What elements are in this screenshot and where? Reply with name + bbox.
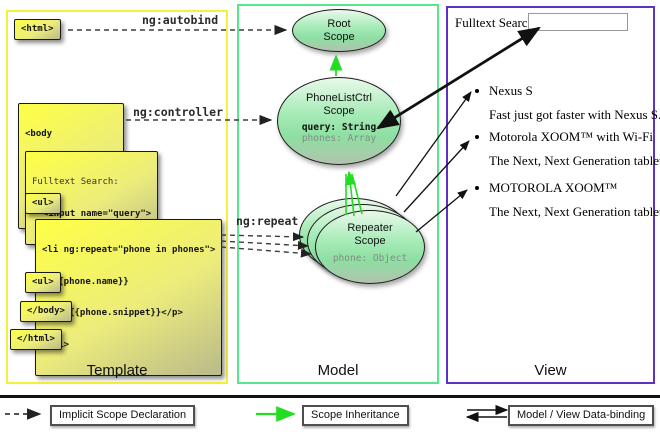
code-line: </body> xyxy=(27,306,65,316)
phonelistctrl-scope-ellipse: PhoneListCtrl Scope query: String phones… xyxy=(277,77,401,165)
code-line: {{phone.name}} xyxy=(42,276,129,287)
root-scope-ellipse: Root Scope xyxy=(292,9,386,52)
view-item-name: MOTOROLA XOOM™ xyxy=(489,180,618,195)
code-line: <li ng:repeat="phone in phones"> xyxy=(42,245,216,255)
view-item-snippet: The Next, Next Generation tablet. xyxy=(489,153,660,168)
code-ul-open: <ul> xyxy=(25,193,61,214)
scope-property-query: query: String xyxy=(301,122,377,133)
scope-name: PhoneListCtrl xyxy=(305,92,373,104)
code-line: <body xyxy=(25,129,53,139)
code-line: </li> xyxy=(42,340,215,351)
legend-model-view-data-binding: Model / View Data-binding xyxy=(508,405,655,426)
code-html-close: </html> xyxy=(10,329,62,350)
legend-divider xyxy=(0,395,660,398)
view-item-name: Motorola XOOM™ with Wi-Fi xyxy=(489,129,654,144)
scope-property-phone: phone: Object xyxy=(332,253,408,264)
code-line: <input name="query"> xyxy=(32,208,152,219)
scope-name: Scope xyxy=(323,105,355,117)
code-html-open: <html> xyxy=(14,19,61,40)
ng-controller-label: ng:controller xyxy=(133,105,224,119)
view-item-snippet: Fast just got faster with Nexus S. xyxy=(489,107,660,122)
code-line: </html> xyxy=(17,334,55,344)
legend-scope-inheritance: Scope Inheritance xyxy=(302,405,409,426)
code-li-repeat: <li ng:repeat="phone in phones"> {{phone… xyxy=(35,219,223,376)
code-ul-close: <ul> xyxy=(25,272,61,293)
view-search-label: Fulltext Search: xyxy=(455,15,538,30)
bullet-icon xyxy=(475,186,479,190)
code-line: <html> xyxy=(21,24,54,34)
bullet-icon xyxy=(475,135,479,139)
repeater-scope-ellipse: Repeater Scope phone: Object xyxy=(315,210,425,284)
template-column-label: Template xyxy=(86,362,148,379)
scope-name: Repeater xyxy=(347,222,393,234)
code-line: <p>{{phone.snippet}}</p> xyxy=(42,308,183,318)
ng-repeat-label: ng:repeat xyxy=(236,214,299,228)
scope-name: Scope xyxy=(354,235,386,247)
code-body-close: </body> xyxy=(20,301,72,322)
scope-name: Root xyxy=(327,18,351,30)
code-line: <ul> xyxy=(32,277,54,287)
ng-autobind-label: ng:autobind xyxy=(142,13,219,27)
model-column-label: Model xyxy=(317,362,359,379)
model-column xyxy=(237,4,439,384)
scope-property-phones: phones: Array xyxy=(301,133,377,144)
code-line: Fulltext Search: xyxy=(32,177,119,187)
legend-implicit-scope-declaration: Implicit Scope Declaration xyxy=(50,405,196,426)
bullet-icon xyxy=(475,89,479,93)
search-input[interactable] xyxy=(528,13,628,31)
code-line: <ul> xyxy=(32,198,54,208)
view-item-snippet: The Next, Next Generation tablet. xyxy=(489,204,660,219)
view-column-label: View xyxy=(534,362,567,379)
view-item-name: Nexus S xyxy=(489,83,533,98)
scope-name: Scope xyxy=(323,31,355,43)
